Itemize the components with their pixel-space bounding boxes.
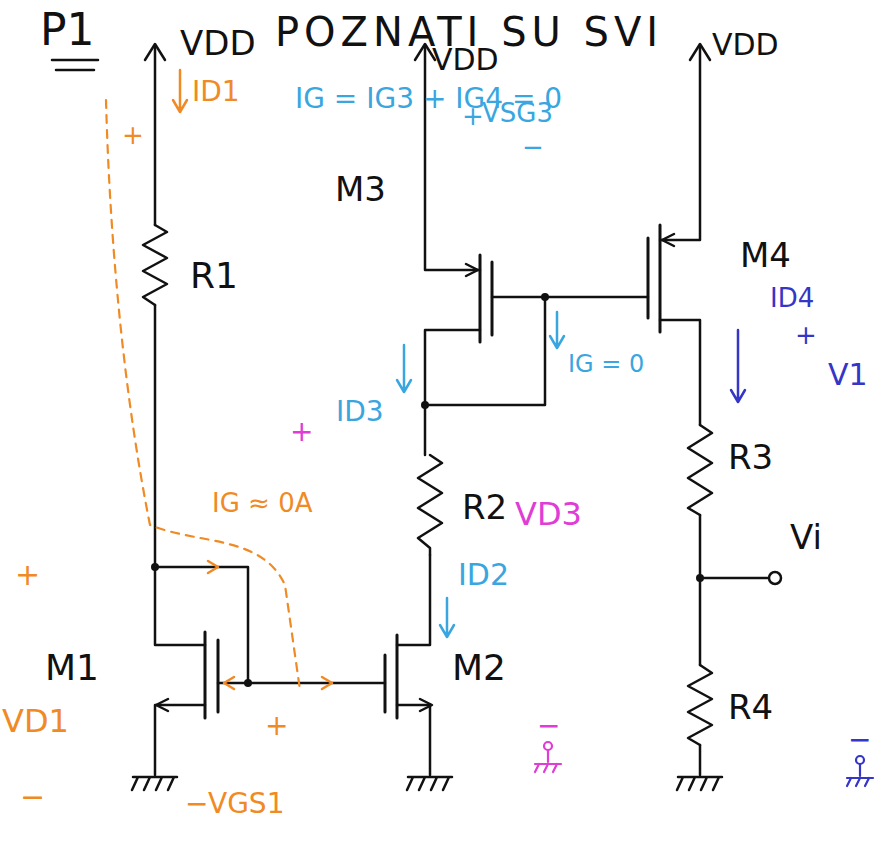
circuit-label: − <box>522 134 544 160</box>
circuit-label: R3 <box>728 440 773 474</box>
circuit-label: R4 <box>728 690 773 724</box>
circuit-label: M3 <box>335 172 386 206</box>
circuit-label: VDD <box>432 45 499 75</box>
circuit-label: VD1 <box>2 705 69 737</box>
current-arrow <box>731 330 745 402</box>
circuit-label: + <box>462 103 484 129</box>
circuit-label: VGS1 <box>208 790 284 818</box>
circuit-label: VSG3 <box>482 100 553 126</box>
circuit-label: R1 <box>190 258 238 294</box>
terminal <box>769 572 781 584</box>
circuit-label: M1 <box>45 650 99 686</box>
circuit-label: P1 <box>40 8 95 52</box>
underline <box>52 60 98 70</box>
circuit-label: − <box>185 790 208 818</box>
circuit-label: IG ≈ 0A <box>212 490 312 516</box>
current-arrow <box>173 70 332 689</box>
ground-symbol <box>535 742 561 772</box>
current-arrow <box>397 312 564 637</box>
mosfet-symbol <box>205 225 660 718</box>
circuit-label: R2 <box>462 490 507 524</box>
wire <box>155 46 768 775</box>
circuit-label: M4 <box>740 238 791 272</box>
ground-symbol <box>847 756 873 786</box>
circuit-label: − <box>20 782 45 812</box>
circuit-label: VDD <box>712 30 779 60</box>
resistor-symbol <box>143 225 712 745</box>
junction-dot <box>151 293 704 687</box>
circuit-label: IG = 0 <box>568 352 644 376</box>
circuit-label: VD3 <box>515 498 582 530</box>
circuit-label: + <box>265 712 288 740</box>
circuit-label: M2 <box>452 650 506 686</box>
mosfet-arrow <box>156 234 674 711</box>
circuit-label: ID2 <box>458 560 509 590</box>
circuit-label: + <box>15 560 40 590</box>
circuit-label: − <box>537 712 560 740</box>
circuit-label: − <box>848 726 871 754</box>
circuit-label: + <box>290 418 313 446</box>
circuit-label: + <box>122 122 144 148</box>
circuit-label: V1 <box>828 360 868 390</box>
circuit-label: ID4 <box>770 285 814 311</box>
ground-symbol <box>132 777 722 790</box>
circuit-label: ID1 <box>192 78 240 106</box>
circuit-label: + <box>795 322 817 348</box>
loop-path <box>106 100 300 690</box>
circuit-label: Vi <box>790 520 822 554</box>
circuit-label: VDD <box>180 26 256 60</box>
circuit-label: ID3 <box>336 398 384 426</box>
